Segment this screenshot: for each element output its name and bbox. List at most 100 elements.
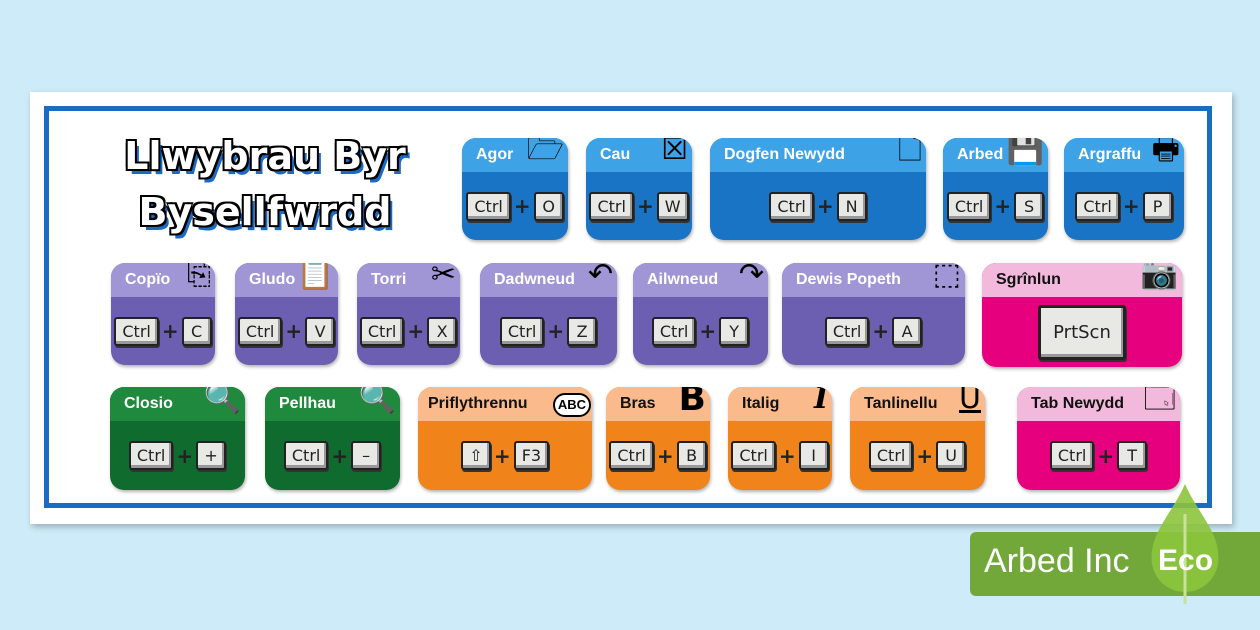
plus-sign: + (161, 319, 179, 343)
keycap: O (533, 191, 564, 221)
card-label: Dadwneud (480, 263, 617, 297)
key-combo: Ctrl+C (111, 297, 215, 365)
folder-icon: 🗁 (526, 138, 564, 167)
plus-sign: + (493, 443, 511, 468)
select-all-icon: ⬚ (932, 263, 961, 292)
card-label: Pellhau (265, 387, 400, 421)
card-label: Bras (606, 387, 710, 421)
key-combo: Ctrl+W (586, 172, 692, 240)
shortcut-card-dogfen-newydd: Dogfen Newydd🗋Ctrl+N (710, 138, 926, 240)
card-label: Dewis Popeth (782, 263, 965, 297)
card-label: Gludo (235, 263, 338, 297)
key-combo: Ctrl+V (235, 297, 338, 365)
italic-icon: I (813, 387, 828, 416)
title-line-2: Bysellfwrdd (138, 190, 392, 234)
keycap: P (1142, 191, 1173, 221)
bold-icon: B (678, 387, 706, 419)
keycap: Ctrl (769, 191, 814, 221)
keycap: U (936, 441, 967, 470)
card-label: Agor (462, 138, 568, 172)
plus-sign: + (656, 443, 674, 468)
keycap: V (305, 316, 336, 346)
shortcut-card-gludo: Gludo📋 Ctrl+V (235, 263, 338, 365)
keycap: Ctrl (283, 441, 329, 470)
title-line-1: Llwybrau Byr (124, 134, 406, 178)
plus-sign: + (1097, 443, 1115, 468)
keycap: Ctrl (609, 441, 654, 470)
keycap: S (1014, 191, 1045, 221)
keycap: Y (719, 316, 750, 346)
shortcut-card-dadwneud: Dadwneud↶Ctrl+Z (480, 263, 617, 365)
keycap: Ctrl (114, 316, 159, 346)
keycap: Ctrl (1049, 441, 1095, 470)
keycap: I (798, 441, 829, 470)
new-tab-icon: 🗔 (1143, 387, 1176, 416)
keycap: Ctrl (128, 441, 174, 470)
key-combo: Ctrl+A (782, 297, 965, 365)
shortcut-card-argraffu: Argraffu🖶 Ctrl+P (1064, 138, 1184, 240)
keycap: Ctrl (589, 191, 634, 221)
shortcut-card-sgr-nlun: Sgrînlun📷PrtScn (982, 263, 1182, 367)
eco-label: Eco (1158, 544, 1214, 577)
shortcut-card-cop-o: Copïo⎘ Ctrl+C (111, 263, 215, 365)
keycap: Ctrl (946, 191, 992, 221)
key-combo: Ctrl+T (1017, 421, 1180, 490)
key-combo: Ctrl+P (1064, 172, 1184, 240)
card-label: Tab Newydd (1017, 387, 1180, 421)
card-label: Copïo (111, 263, 215, 297)
keycap: + (196, 441, 227, 470)
zoom-in-icon: 🔍 (203, 387, 241, 416)
printer-icon: 🖶 (1151, 138, 1180, 167)
keycap: Ctrl (499, 316, 545, 346)
underline-icon: U (959, 387, 981, 416)
screenshot-camera-icon: 📷 (1140, 263, 1178, 292)
key-combo: Ctrl+S (943, 172, 1048, 240)
key-combo: Ctrl+O (462, 172, 568, 240)
card-label: Tanlinellu (850, 387, 985, 421)
plus-sign: + (872, 319, 890, 343)
card-label: Closio (110, 387, 245, 421)
clipboard-icon: 📋 (296, 263, 334, 292)
shortcut-card-torri: Torri✂Ctrl+X (357, 263, 460, 365)
plus-sign: + (513, 194, 531, 218)
undo-icon: ↶ (587, 263, 613, 292)
copy-icon: ⎘ (187, 263, 211, 292)
poster-frame (44, 106, 1212, 508)
key-combo: Ctrl+Y (633, 297, 768, 365)
plus-sign: + (407, 319, 425, 343)
plus-sign: + (816, 194, 834, 218)
leaf-icon (1151, 484, 1219, 604)
card-label: Argraffu (1064, 138, 1184, 172)
key-combo: Ctrl+N (710, 172, 926, 240)
floppy-disk-icon: 💾 (1006, 138, 1044, 167)
keycap: F3 (513, 441, 550, 470)
keycap: A (892, 316, 923, 346)
plus-sign: + (331, 443, 349, 468)
card-label: Torri (357, 263, 460, 297)
plus-sign: + (176, 443, 194, 468)
plus-sign: + (636, 194, 654, 218)
keycap: Ctrl (651, 316, 697, 346)
keycap: T (1117, 441, 1148, 470)
keycap: Z (567, 316, 598, 346)
keycap: Ctrl (824, 316, 870, 346)
key-combo: Ctrl+B (606, 421, 710, 490)
keycap: Ctrl (466, 191, 511, 221)
keycap: PrtScn (1038, 304, 1126, 360)
key-combo: Ctrl+U (850, 421, 985, 490)
key-combo: PrtScn (982, 297, 1182, 367)
card-label: Arbed (943, 138, 1048, 172)
zoom-out-icon: 🔍 (358, 387, 396, 416)
plus-sign: + (778, 443, 796, 468)
plus-sign: + (916, 443, 934, 468)
keycap: Ctrl (359, 316, 405, 346)
plus-sign: + (699, 319, 717, 343)
key-combo: ⇧+F3 (418, 421, 592, 490)
abc-uppercase-icon: ABC (552, 393, 591, 417)
keycap: – (351, 441, 382, 470)
keycap: W (656, 191, 689, 221)
poster-title: Llwybrau Byr Bysellfwrdd (110, 128, 420, 240)
shortcut-card-agor: Agor🗁 Ctrl+O (462, 138, 568, 240)
